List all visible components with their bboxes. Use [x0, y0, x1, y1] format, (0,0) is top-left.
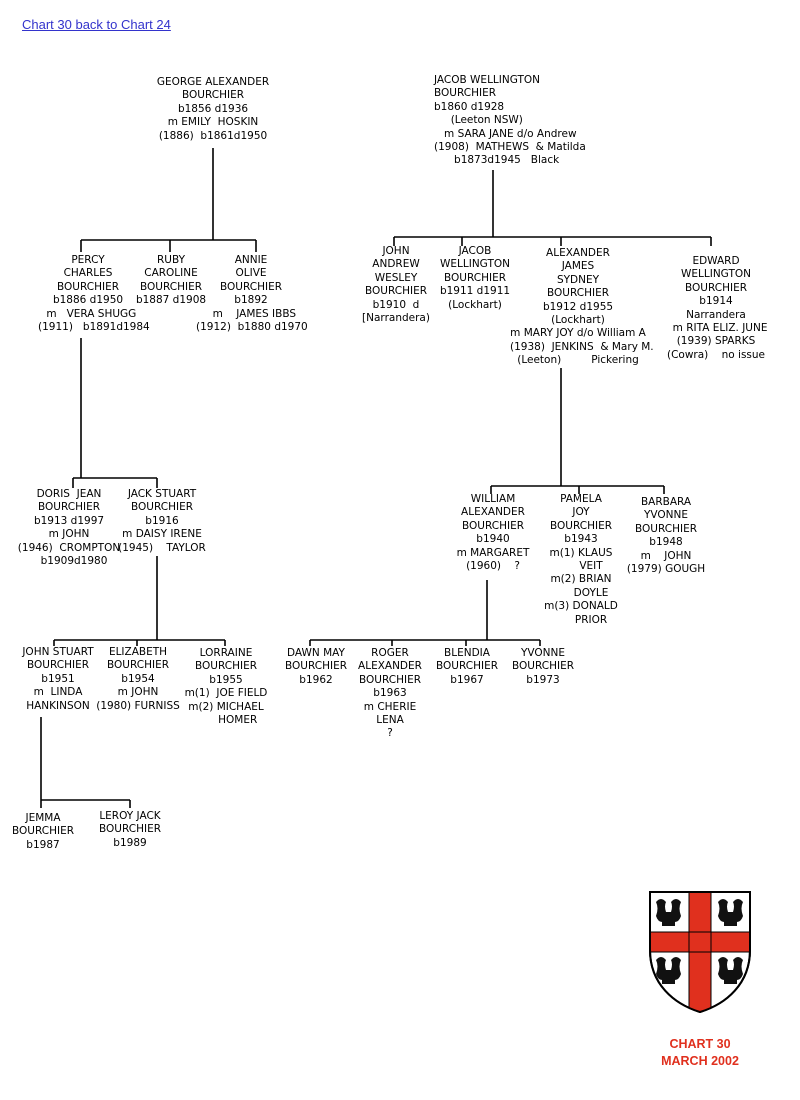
person-edward-wellington-bourchier: EDWARD WELLINGTON BOURCHIER b1914 Narran… [666, 255, 768, 361]
person-jacob-wellington-bourchier-sr: JACOB WELLINGTON BOURCHIER b1860 d1928 (… [434, 74, 586, 167]
person-ruby-caroline-bourchier: RUBY CAROLINE BOURCHIER b1887 d1908 [135, 254, 207, 307]
person-jack-stuart-bourchier: JACK STUART BOURCHIER b1916 m DAISY IREN… [118, 488, 206, 554]
chart-number-label: CHART 30 [669, 1037, 731, 1051]
person-yvonne-bourchier: YVONNE BOURCHIER b1973 [512, 647, 574, 686]
person-jacob-wellington-bourchier-jr: JACOB WELLINGTON BOURCHIER b1911 d1911 (… [439, 245, 511, 311]
person-barbara-yvonne-bourchier: BARBARA YVONNE BOURCHIER b1948 m JOHN (1… [626, 496, 706, 576]
person-pamela-joy-bourchier: PAMELA JOY BOURCHIER b1943 m(1) KLAUS VE… [544, 493, 618, 626]
person-percy-charles-bourchier: PERCY CHARLES BOURCHIER b1886 d1950 m VE… [38, 254, 150, 334]
person-alexander-james-sydney-bourchier: ALEXANDER JAMES SYDNEY BOURCHIER b1912 d… [510, 247, 654, 367]
person-dawn-may-bourchier: DAWN MAY BOURCHIER b1962 [285, 647, 347, 686]
person-roger-alexander-bourchier: ROGER ALEXANDER BOURCHIER b1963 m CHERIE… [358, 647, 422, 740]
person-annie-olive-bourchier: ANNIE OLIVE BOURCHIER b1892 m JAMES IBBS… [196, 254, 308, 334]
person-george-alexander-bourchier: GEORGE ALEXANDER BOURCHIER b1856 d1936 m… [156, 76, 270, 142]
person-john-andrew-wesley-bourchier: JOHN ANDREW WESLEY BOURCHIER b1910 d [Na… [362, 245, 430, 325]
person-jemma-bourchier: JEMMA BOURCHIER b1987 [12, 812, 74, 851]
person-william-alexander-bourchier: WILLIAM ALEXANDER BOURCHIER b1940 m MARG… [456, 493, 530, 573]
bourchier-coat-of-arms-icon [649, 891, 751, 1014]
back-to-chart-24-link[interactable]: Chart 30 back to Chart 24 [22, 17, 171, 32]
person-blendia-bourchier: BLENDIA BOURCHIER b1967 [436, 647, 498, 686]
person-lorraine-bourchier: LORRAINE BOURCHIER b1955 m(1) JOE FIELD … [184, 647, 268, 727]
person-doris-jean-bourchier: DORIS JEAN BOURCHIER b1913 d1997 m JOHN … [17, 488, 121, 568]
person-leroy-jack-bourchier: LEROY JACK BOURCHIER b1989 [99, 810, 161, 849]
person-elizabeth-bourchier: ELIZABETH BOURCHIER b1954 m JOHN (1980) … [96, 646, 180, 712]
person-john-stuart-bourchier: JOHN STUART BOURCHIER b1951 m LINDA HANK… [22, 646, 94, 712]
chart-date-label: MARCH 2002 [661, 1054, 739, 1068]
